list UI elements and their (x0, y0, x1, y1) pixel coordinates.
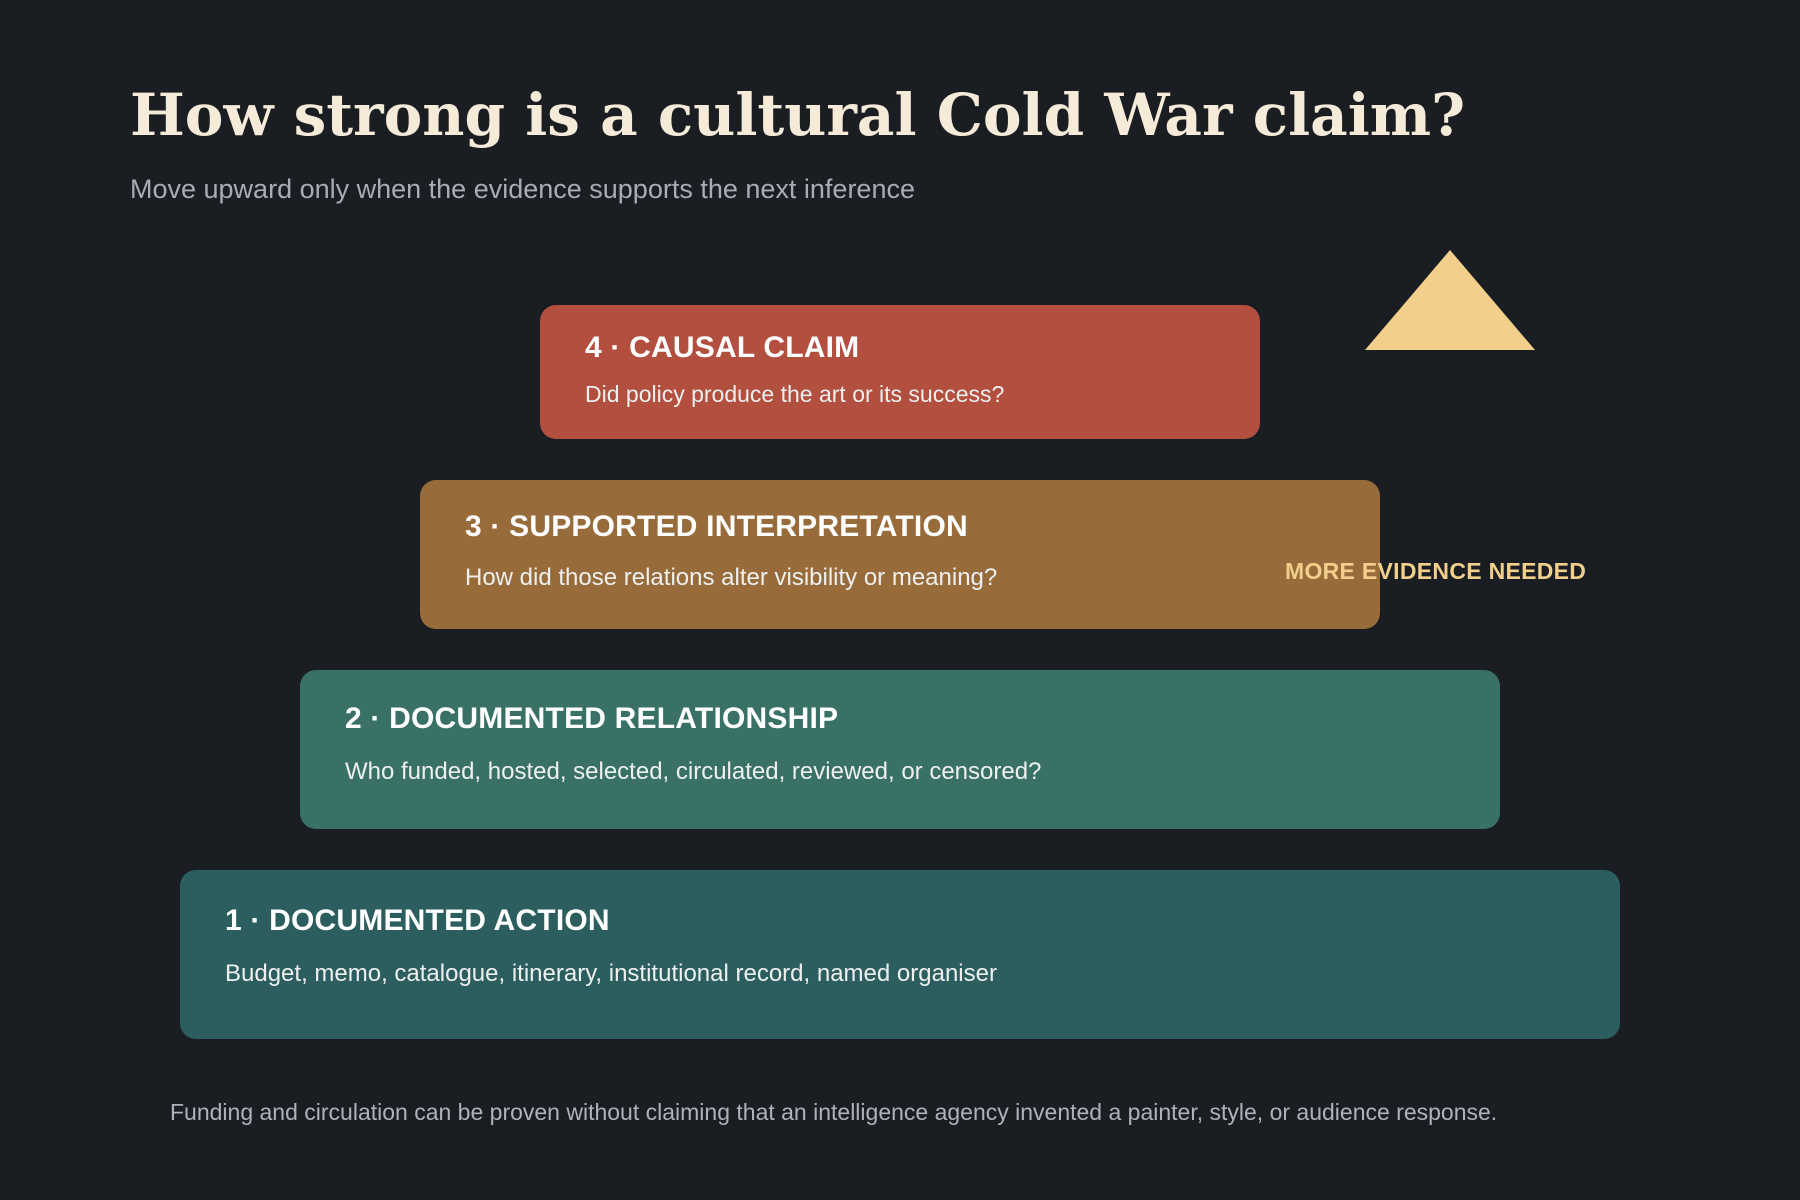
page-subtitle: Move upward only when the evidence suppo… (130, 174, 915, 204)
tier-causal-claim: 4 · CAUSAL CLAIM Did policy produce the … (540, 305, 1260, 439)
tier-heading: 2 · DOCUMENTED RELATIONSHIP (345, 702, 839, 735)
page-title: How strong is a cultural Cold War claim? (130, 81, 1466, 149)
tier-documented-action: 1 · DOCUMENTED ACTION Budget, memo, cata… (180, 870, 1620, 1039)
tier-supported-interpretation: 3 · SUPPORTED INTERPRETATION How did tho… (420, 480, 1380, 629)
tier-heading: 1 · DOCUMENTED ACTION (225, 904, 610, 937)
more-evidence-label: MORE EVIDENCE NEEDED (1285, 558, 1587, 584)
tier-description: Did policy produce the art or its succes… (585, 381, 1005, 407)
footnote: Funding and circulation can be proven wi… (170, 1099, 1498, 1125)
tier-heading: 4 · CAUSAL CLAIM (585, 331, 860, 364)
up-triangle-icon (1365, 250, 1535, 350)
tier-description: Budget, memo, catalogue, itinerary, inst… (225, 960, 997, 987)
tier-description: How did those relations alter visibility… (465, 564, 998, 591)
tier-heading: 3 · SUPPORTED INTERPRETATION (465, 510, 968, 543)
tier-documented-relationship: 2 · DOCUMENTED RELATIONSHIP Who funded, … (300, 670, 1500, 829)
tier-description: Who funded, hosted, selected, circulated… (345, 758, 1042, 785)
